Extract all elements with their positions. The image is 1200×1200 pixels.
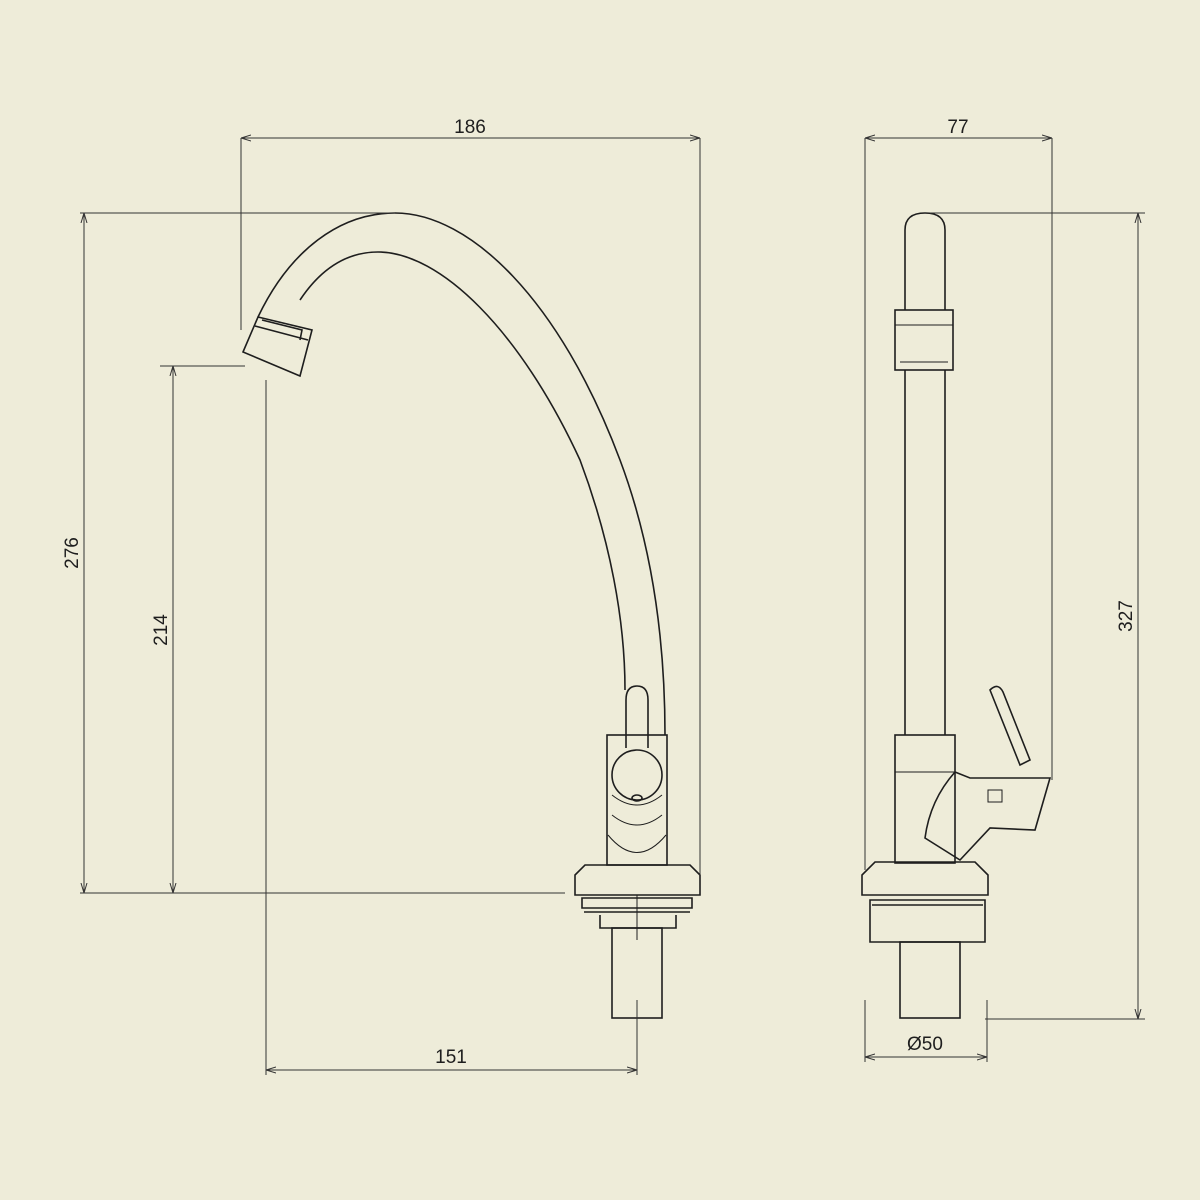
- body: [894, 734, 956, 864]
- dim-label-diameter-50: Ø50: [907, 1034, 943, 1055]
- spout-inner: [299, 251, 626, 691]
- dim-label-214: 214: [151, 614, 172, 646]
- supply-tube: [899, 941, 961, 1019]
- handle-knob: [611, 749, 663, 801]
- side-view-faucet: [861, 212, 1052, 1019]
- dim-label-327: 327: [1116, 600, 1137, 632]
- front-view-faucet: [241, 212, 701, 1019]
- spout-outer: [257, 212, 666, 736]
- base-plate: [861, 861, 989, 896]
- base-plate: [574, 864, 701, 896]
- dim-label-186: 186: [454, 117, 486, 138]
- aerator: [241, 316, 313, 378]
- dimension-lines: [80, 138, 1145, 1075]
- dim-label-77: 77: [947, 117, 968, 138]
- handle-housing: [924, 771, 1052, 862]
- spout-tube: [904, 212, 946, 310]
- aerator: [894, 309, 954, 371]
- dim-label-151: 151: [435, 1047, 467, 1068]
- dim-label-276: 276: [62, 537, 83, 569]
- handle-lever: [989, 685, 1032, 767]
- handle-lever: [625, 685, 649, 748]
